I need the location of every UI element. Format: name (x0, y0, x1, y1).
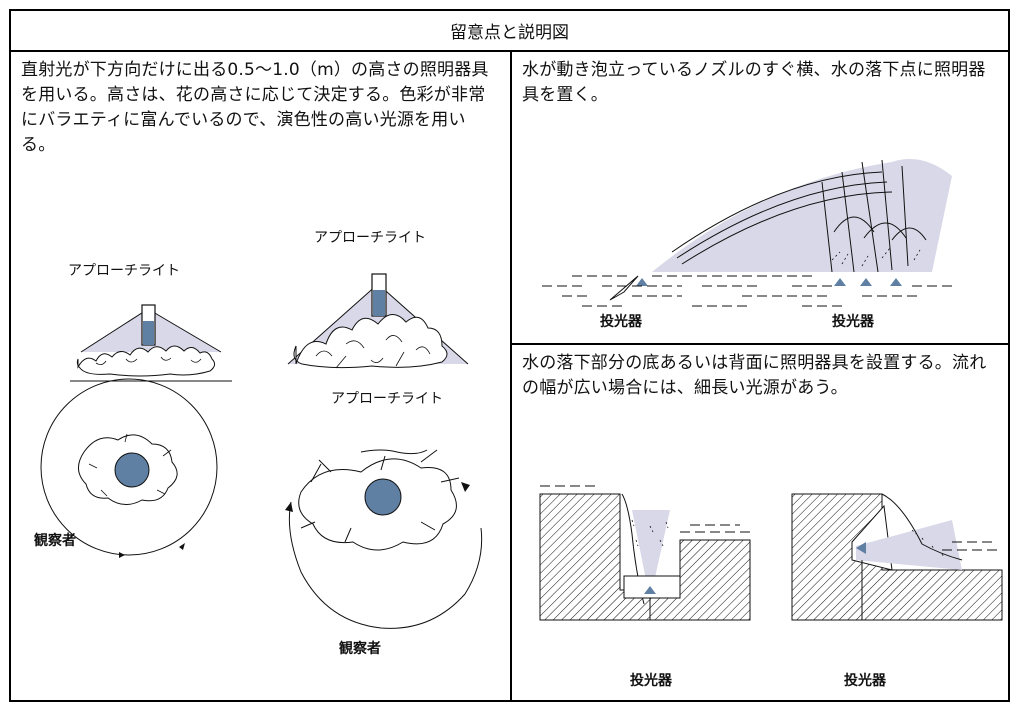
projector-label-rb-1: 投光器 (630, 673, 672, 689)
right-top-cell: 水が動き泡立っているノズルのすぐ横、水の落下点に照明器具を置く。 投光器 投光器 (512, 52, 1008, 345)
right-bottom-description: 水の落下部分の底あるいは背面に照明器具を設置する。流れの幅が広い場合には、細長い… (522, 353, 987, 398)
fountain-nozzle-illustration (542, 159, 952, 307)
waterfall-back-illustration (791, 493, 1003, 621)
projector-label-rb-2: 投光器 (844, 673, 886, 689)
projector-label-rt-1: 投光器 (600, 314, 642, 330)
table-header: 留意点と説明図 (11, 11, 1008, 52)
approach-light-label-2: アプローチライト (314, 230, 426, 246)
approach-light-label-3: アプローチライト (331, 391, 443, 407)
right-bottom-cell: 水の落下部分の底あるいは背面に照明器具を設置する。流れの幅が広い場合には、細長い… (512, 345, 1008, 700)
left-cell: 直射光が下方向だけに出る0.5〜1.0（m）の高さの照明器具を用いる。高さは、花… (11, 52, 512, 700)
observer-circle-illustration-1 (40, 378, 218, 558)
left-description: 直射光が下方向だけに出る0.5〜1.0（m）の高さの照明器具を用いる。高さは、花… (21, 60, 489, 155)
right-top-description: 水が動き泡立っているノズルのすぐ横、水の落下点に照明器具を置く。 (522, 60, 986, 105)
diagram-table: 留意点と説明図 直射光が下方向だけに出る0.5〜1.0（m）の高さの照明器具を用… (9, 9, 1010, 702)
projector-label-rt-2: 投光器 (832, 314, 874, 330)
waterfall-bottom-illustration (539, 485, 751, 621)
approach-light-label-1: アプローチライト (68, 263, 180, 279)
observer-label-1: 観察者 (34, 533, 76, 549)
observer-label-2: 観察者 (339, 641, 381, 657)
observer-circle-illustration-2 (285, 449, 483, 629)
approach-light-tall-illustration (287, 273, 469, 369)
right-column: 水が動き泡立っているノズルのすぐ横、水の落下点に照明器具を置く。 投光器 投光器… (512, 52, 1008, 700)
approach-light-small-illustration (70, 304, 232, 382)
